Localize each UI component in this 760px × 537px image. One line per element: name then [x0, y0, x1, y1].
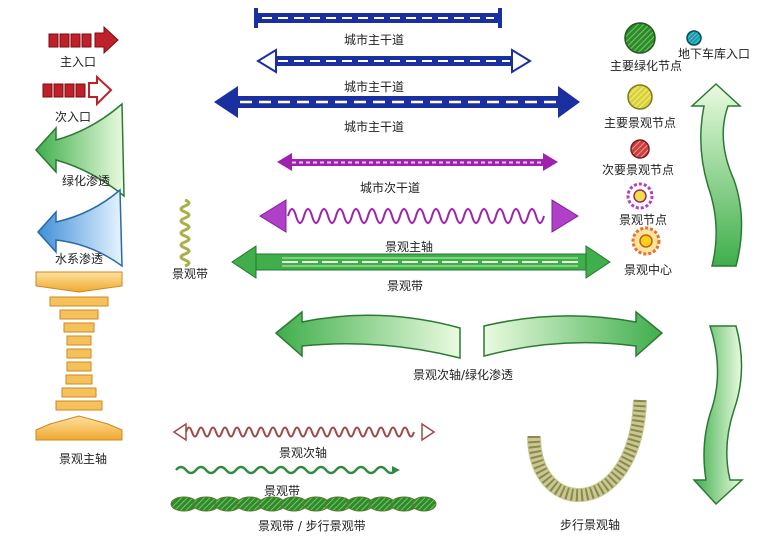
- landscape-belt-center-icon: [231, 245, 611, 279]
- walking-belt-chain-icon: [170, 496, 437, 512]
- label-landscape-belt-bottom: 景观带: [264, 484, 301, 498]
- water-infiltration-funnel-icon: [36, 188, 123, 268]
- city-main-road-2-icon: [256, 48, 532, 74]
- main-green-node-icon: [624, 22, 656, 54]
- landscape-belt-small-wave-icon: [175, 465, 400, 475]
- main-landscape-node-icon: [627, 84, 653, 110]
- label-city-main-road-1: 城市主干道: [344, 33, 405, 47]
- label-secondary-axis-green: 景观次轴/绿化渗透: [413, 368, 514, 382]
- label-landscape-main-axis-left: 景观主轴: [59, 452, 108, 466]
- secondary-entrance-arrow-icon: [42, 74, 113, 107]
- label-landscape-secondary-axis: 景观次轴: [279, 446, 328, 460]
- label-underground-garage: 地下车库入口: [678, 47, 751, 61]
- right-arrow-down-icon: [692, 325, 744, 506]
- landscape-node-icon: [626, 182, 654, 210]
- main-entrance-arrow-icon: [48, 25, 119, 55]
- label-belt-walking: 景观带 / 步行景观带: [258, 519, 366, 533]
- label-city-secondary-road: 城市次干道: [360, 181, 421, 195]
- city-main-road-1-icon: [254, 8, 502, 28]
- label-main-entrance: 主入口: [60, 55, 97, 69]
- label-secondary-landscape-node: 次要景观节点: [602, 163, 675, 177]
- label-landscape-main-axis-center: 景观主轴: [385, 240, 434, 254]
- label-landscape-node: 景观节点: [619, 213, 668, 227]
- label-city-main-road-2: 城市主干道: [344, 80, 405, 94]
- label-landscape-belt-center: 景观带: [387, 279, 424, 293]
- right-arrow-up-icon: [690, 82, 743, 267]
- label-city-main-road-3: 城市主干道: [344, 120, 405, 134]
- landscape-center-icon: [631, 226, 661, 256]
- landscape-belt-vertical-wave-icon: [179, 198, 191, 268]
- secondary-axis-arrow-left-icon: [274, 310, 461, 359]
- underground-garage-icon: [686, 30, 702, 46]
- landscape-main-axis-stack-icon: [35, 271, 123, 441]
- label-main-green-node: 主要绿化节点: [610, 59, 683, 73]
- city-secondary-road-icon: [277, 153, 558, 171]
- walking-axis-coil-stripes: [528, 399, 646, 502]
- landscape-main-axis-wave-icon: [259, 199, 579, 233]
- label-green-infiltration: 绿化渗透: [62, 174, 111, 188]
- label-water-infiltration: 水系渗透: [55, 252, 104, 266]
- label-landscape-center: 景观中心: [624, 263, 673, 277]
- green-infiltration-funnel-icon: [34, 102, 125, 198]
- label-walking-axis: 步行景观轴: [560, 518, 621, 532]
- walking-axis-coil-icon: [527, 399, 647, 503]
- label-secondary-entrance: 次入口: [55, 110, 92, 124]
- label-main-landscape-node: 主要景观节点: [604, 116, 677, 130]
- landscape-secondary-axis-wave-icon: [172, 422, 436, 442]
- secondary-axis-arrow-right-icon: [483, 310, 664, 358]
- label-landscape-belt-left: 景观带: [172, 267, 209, 281]
- city-main-road-3-icon: [214, 86, 580, 118]
- secondary-landscape-node-icon: [630, 139, 650, 159]
